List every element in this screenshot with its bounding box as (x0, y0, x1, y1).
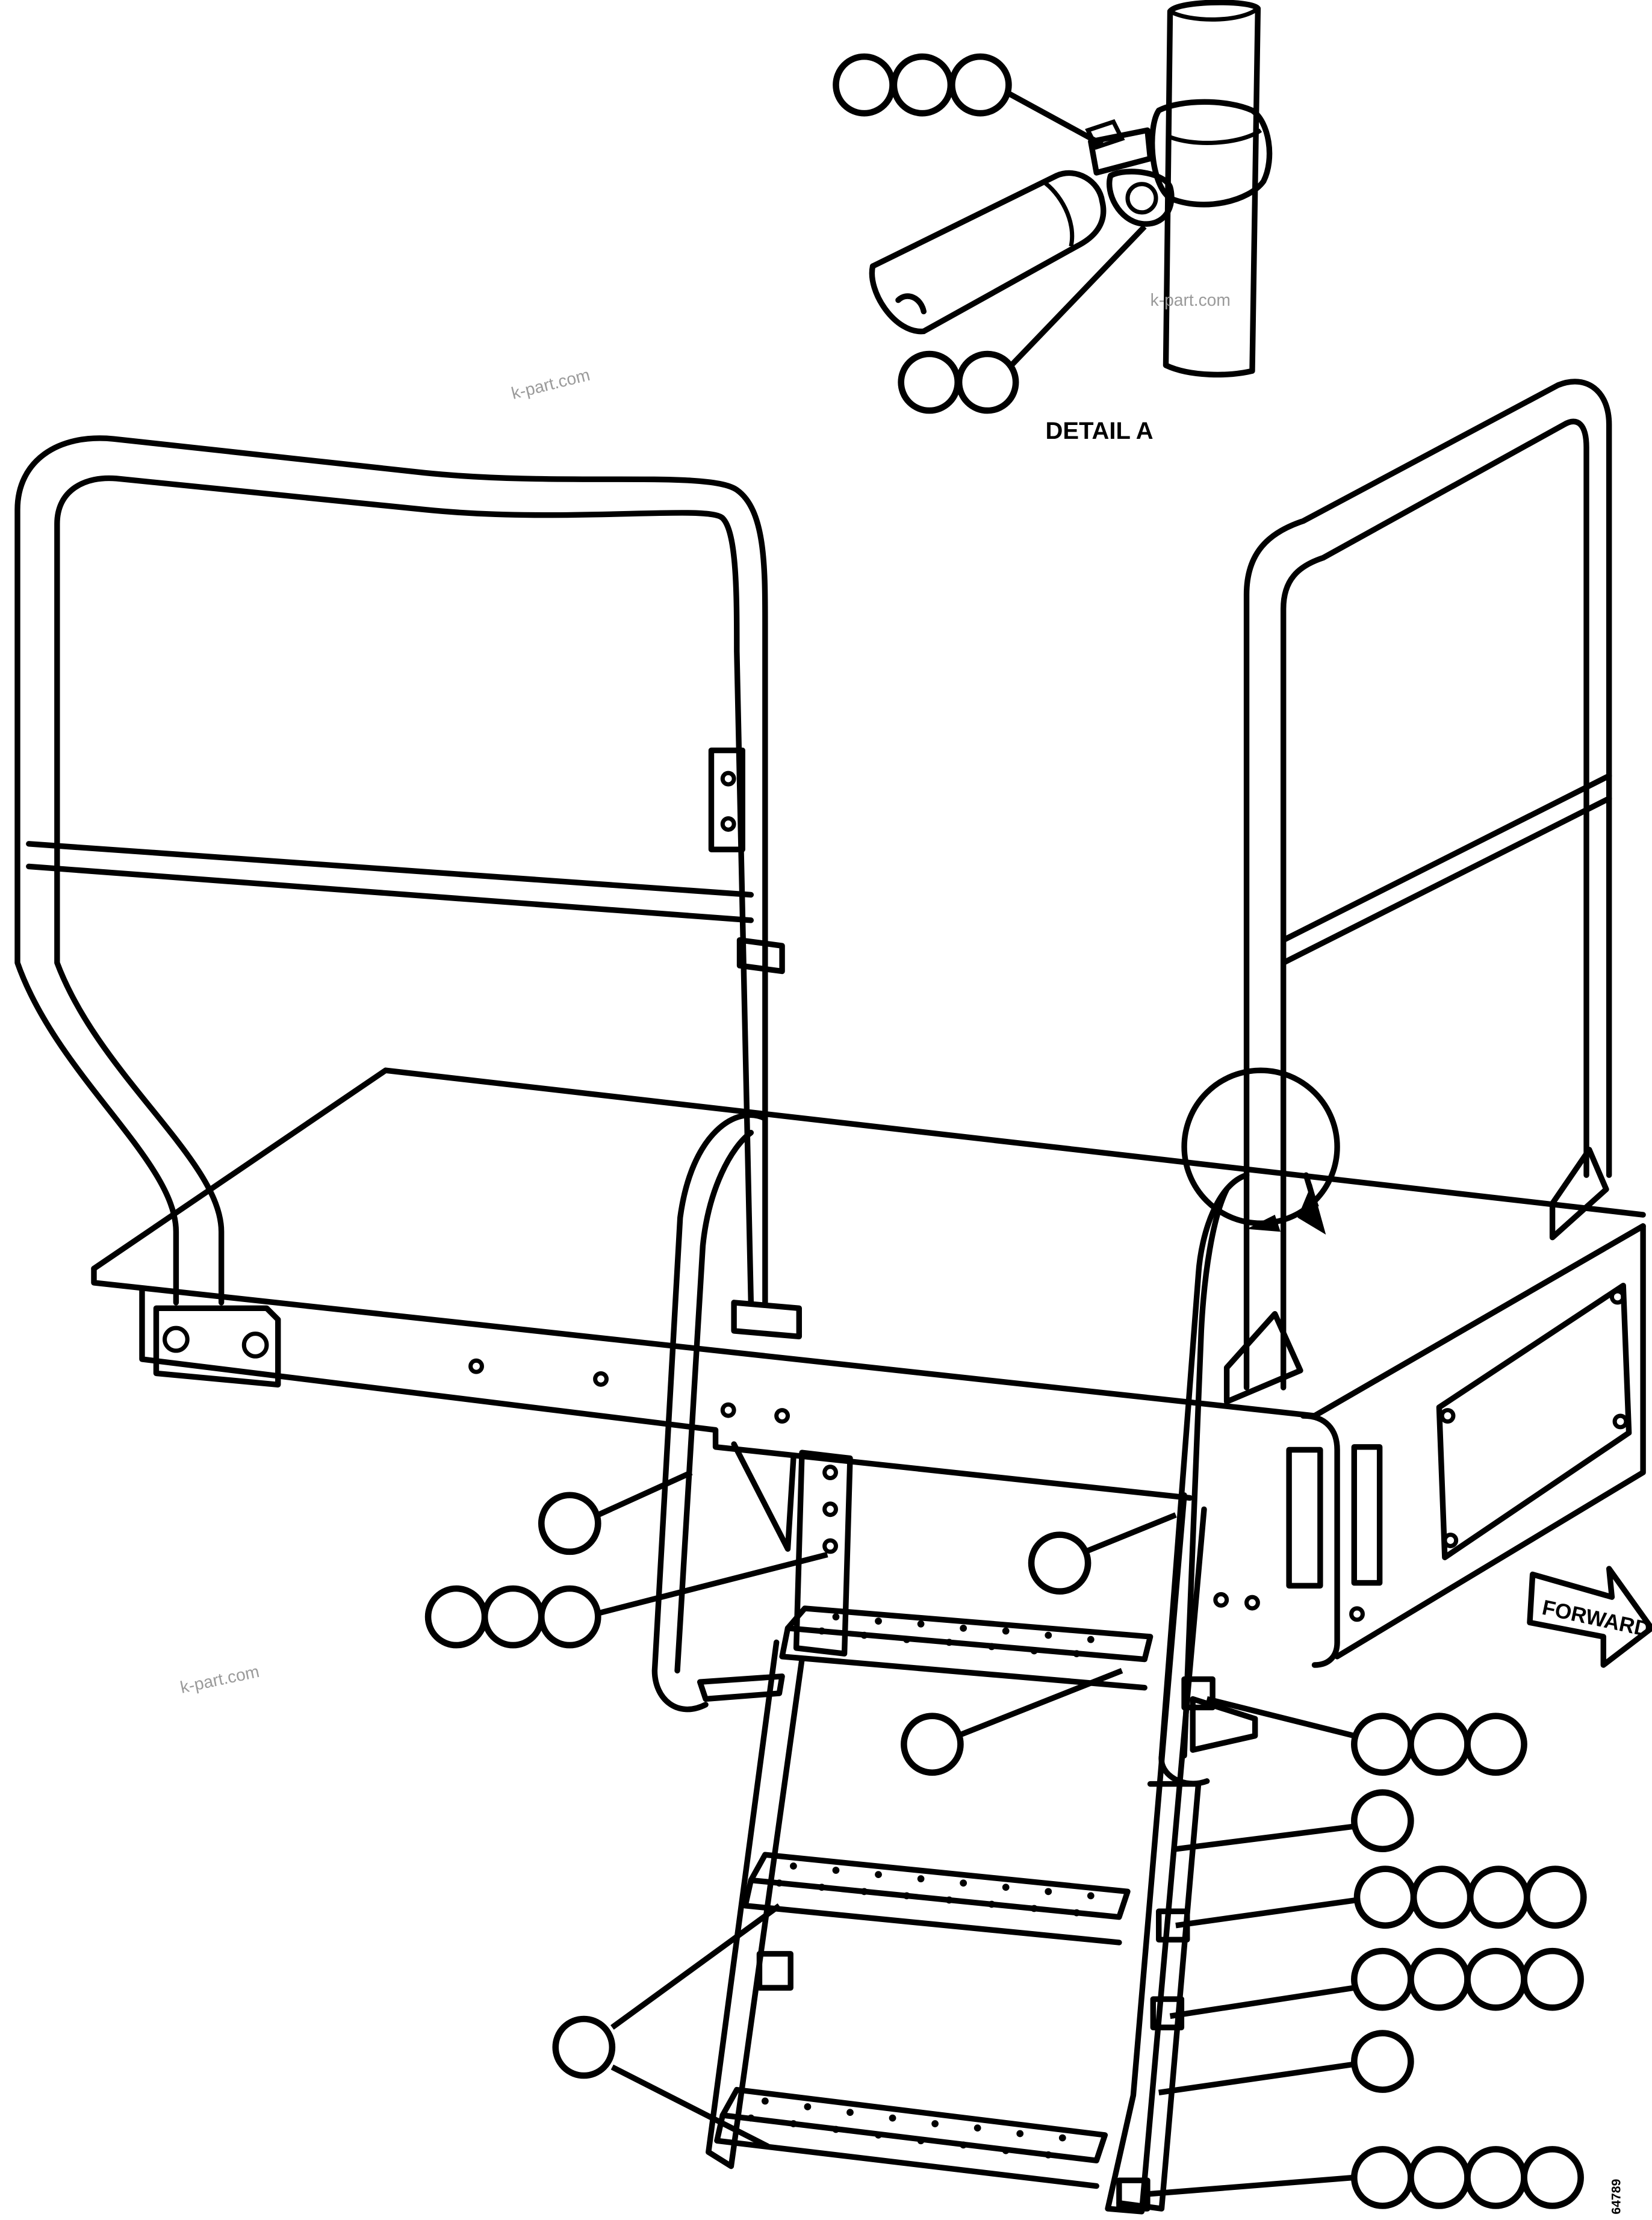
callout-balloon (898, 350, 961, 414)
callout-balloon (481, 1585, 545, 1649)
callout-balloon (1351, 1947, 1414, 2011)
callout-balloon (955, 350, 1019, 414)
callout-left-bracket-bolts (424, 1585, 601, 1649)
detail-marker-label: A (1303, 1186, 1320, 1211)
callout-upper-stringer (1351, 1789, 1414, 1853)
callout-balloon (1408, 1947, 1471, 2011)
leader-lines (594, 91, 1358, 2198)
right-guardrail (1223, 379, 1612, 1405)
callout-detail-a-lower (898, 350, 1019, 414)
callout-right-handrail (1028, 1531, 1092, 1595)
callout-balloon (1351, 1713, 1414, 1776)
callout-bottom-bolts (1351, 2146, 1584, 2209)
callout-lower-stringer (1351, 2030, 1414, 2093)
callout-balloon (1521, 1947, 1584, 2011)
callout-balloon (1523, 1865, 1587, 1929)
callout-balloon (538, 1492, 601, 1555)
detail-a-view: DETAIL A (869, 0, 1273, 444)
callout-balloon (890, 53, 954, 117)
callout-detail-a-upper (833, 53, 1012, 117)
callout-balloon (1464, 2146, 1527, 2209)
left-guardrail (14, 435, 803, 1340)
detail-a-marker: A (1181, 1067, 1340, 1235)
callout-top-step (901, 1713, 964, 1776)
callout-stringer-bolts-2 (1351, 1947, 1584, 2011)
callout-balloon (1408, 2146, 1471, 2209)
callout-balloon (1410, 1865, 1474, 1929)
callout-balloon (538, 1585, 601, 1649)
watermark: k-part.com (1150, 290, 1231, 309)
callout-steps (552, 2015, 616, 2079)
callout-balloon (1467, 1865, 1530, 1929)
forward-arrow: FORWARD (1527, 1566, 1652, 1668)
detail-a-title: DETAIL A (1046, 418, 1154, 444)
callout-balloon (901, 1713, 964, 1776)
callout-balloon (1464, 1947, 1527, 2011)
callout-balloon (1351, 1789, 1414, 1853)
callout-stringer-bolts-1 (1353, 1865, 1587, 1929)
access-ladder (651, 1112, 1258, 2215)
watermark: k-part.com (509, 365, 592, 403)
callout-mount-hardware (1351, 1713, 1527, 1776)
callout-balloon (833, 53, 896, 117)
drawing-number: 64789 (1609, 2179, 1623, 2215)
callout-balloon (1351, 2146, 1414, 2209)
watermark: k-part.com (178, 1661, 261, 1697)
callout-balloon (1521, 2146, 1584, 2209)
callout-balloon (1351, 2030, 1414, 2093)
callout-balloon (949, 53, 1012, 117)
callout-balloon (424, 1585, 488, 1649)
callout-balloon (1464, 1713, 1527, 1776)
callout-left-handrail (538, 1492, 601, 1555)
step-perforations (747, 1613, 1095, 2159)
callout-balloon (1408, 1713, 1471, 1776)
callout-balloon (1028, 1531, 1092, 1595)
platform (91, 1067, 1646, 1668)
callout-balloon (552, 2015, 616, 2079)
callout-balloon (1353, 1865, 1417, 1929)
